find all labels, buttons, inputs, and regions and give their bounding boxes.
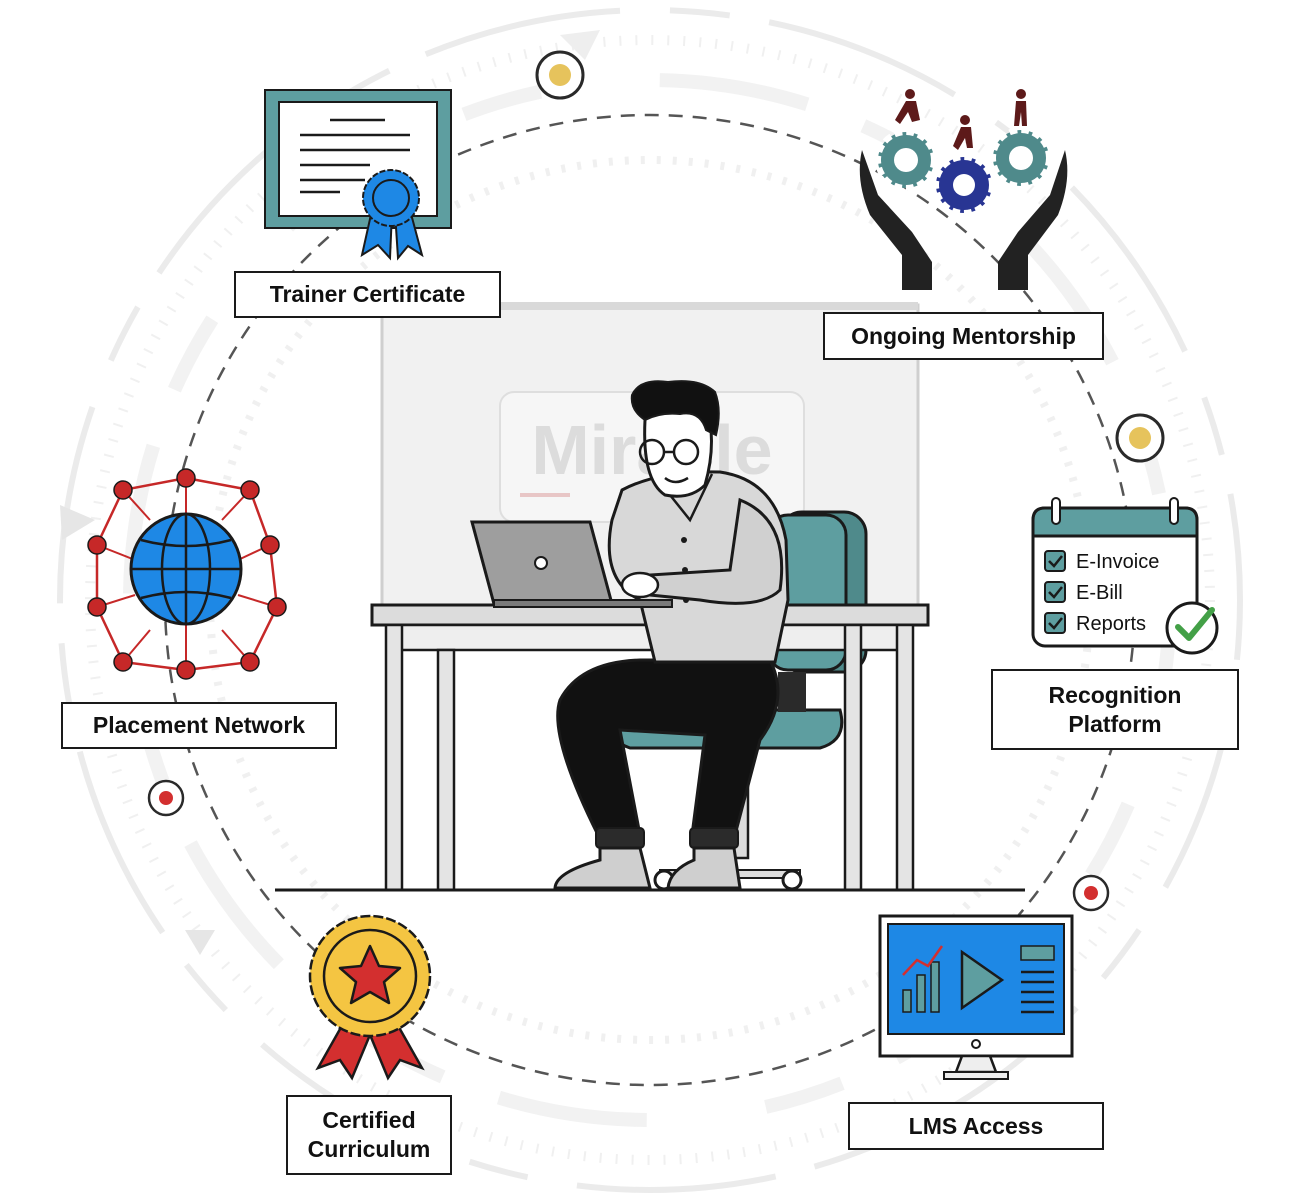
checklist-calendar-icon: E-Invoice E-Bill Reports [1031,497,1219,655]
orbit-marker-gold-top [535,50,585,100]
certificate-icon [264,89,452,261]
checklist-item: E-Invoice [1076,551,1159,573]
label-certified-curriculum: Certified Curriculum [286,1095,452,1175]
orbit-marker-red-left [147,779,185,817]
hands-gears-icon [859,89,1068,290]
label-ongoing-mentorship: Ongoing Mentorship [823,312,1104,360]
label-placement-network: Placement Network [61,702,337,749]
checklist-item: E-Bill [1076,582,1123,604]
globe-network-icon [87,468,287,680]
label-lms-access: LMS Access [848,1102,1104,1150]
person-at-laptop [470,380,790,890]
checklist-item: Reports [1076,613,1146,635]
star-medal-icon [308,914,432,1081]
orbit-marker-red-right [1072,874,1110,912]
label-recognition-platform: Recognition Platform [991,669,1239,750]
orbit-marker-gold-right [1115,413,1165,463]
monitor-play-icon [878,914,1074,1080]
label-trainer-certificate: Trainer Certificate [234,271,501,318]
